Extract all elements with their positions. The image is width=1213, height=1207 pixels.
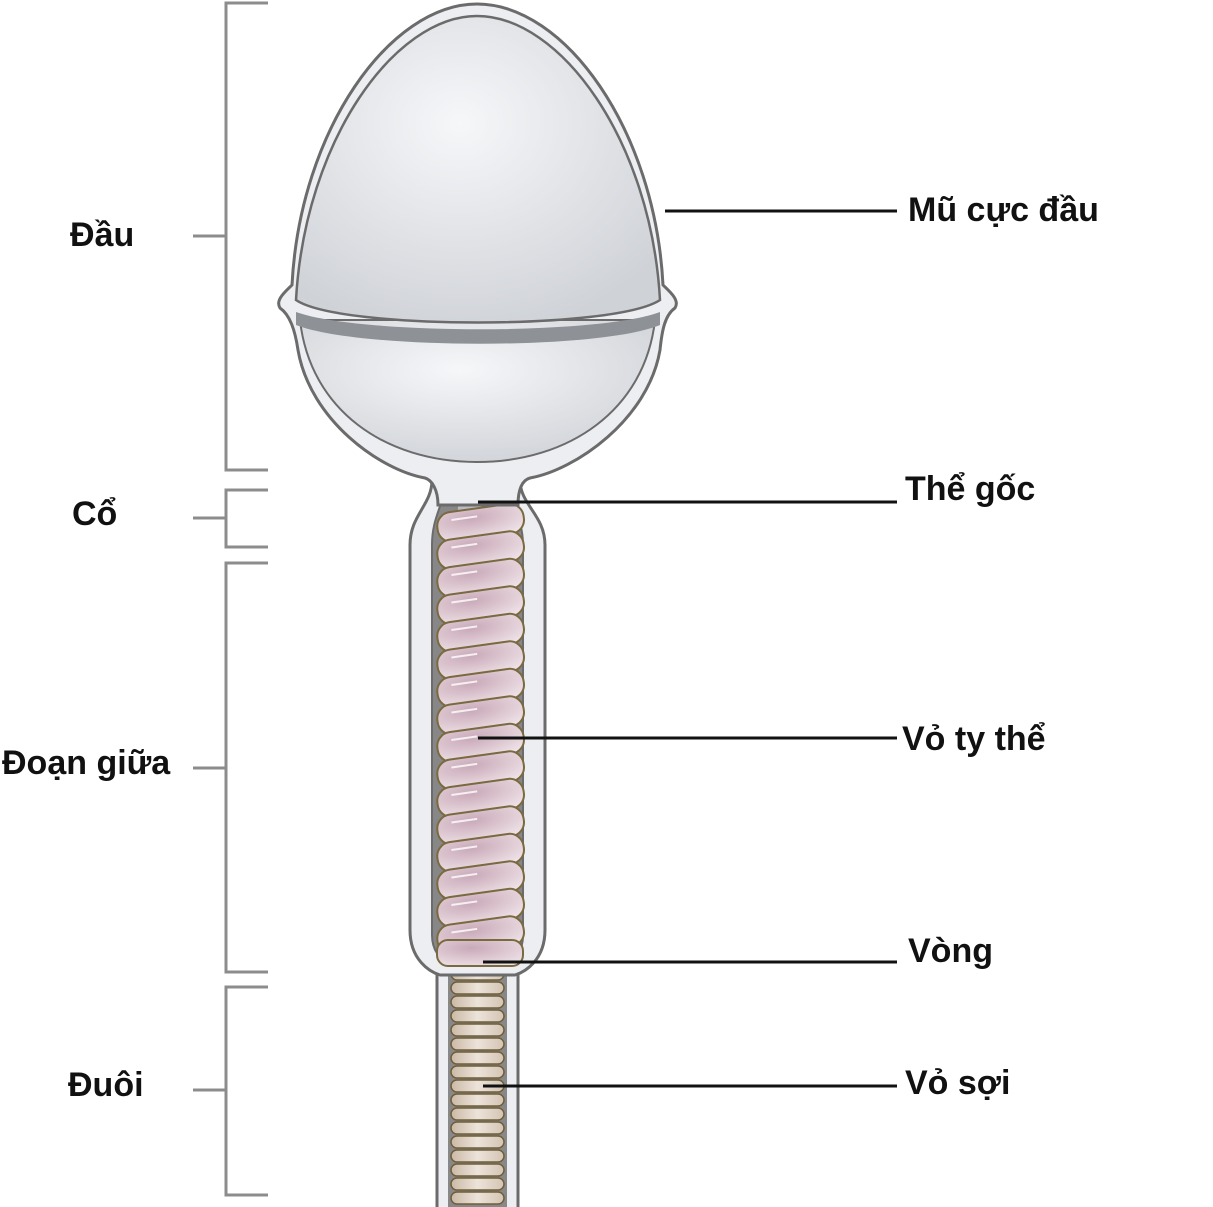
fibrous-ring [450, 1177, 505, 1191]
fibrous-ring [450, 1149, 505, 1163]
fibrous-ring [450, 1037, 505, 1051]
fibrous-ring [450, 1107, 505, 1121]
label-tail: Đuôi [68, 1066, 144, 1104]
bracket-neck [193, 488, 268, 549]
fibrous-ring [450, 995, 505, 1009]
label-fibrous-sheath: Vỏ sợi [905, 1064, 1011, 1102]
annulus [436, 939, 524, 967]
midpiece [408, 470, 547, 977]
fibrous-ring [450, 1009, 505, 1023]
bracket-head [193, 1, 268, 472]
fibrous-ring [450, 1121, 505, 1135]
bracket-midpiece [193, 561, 268, 974]
fibrous-ring [450, 1093, 505, 1107]
fibrous-ring [450, 981, 505, 995]
label-midpiece: Đoạn giữa [2, 744, 171, 782]
label-annulus: Vòng [908, 932, 993, 970]
label-neck: Cổ [72, 495, 118, 533]
label-head: Đầu [70, 216, 135, 254]
fibrous-ring [450, 1135, 505, 1149]
fibrous-ring [450, 1051, 505, 1065]
tail [435, 953, 520, 1207]
fibrous-ring [450, 1065, 505, 1079]
label-basal-body: Thể gốc [905, 470, 1036, 508]
fibrous-ring [450, 1191, 505, 1205]
fibrous-ring [450, 1163, 505, 1177]
label-acrosome: Mũ cực đầu [908, 191, 1099, 229]
head [277, 2, 678, 507]
fibrous-ring [450, 1023, 505, 1037]
label-mitochondrial-sheath: Vỏ ty thể [902, 720, 1046, 758]
acrosome [294, 14, 662, 324]
bracket-tail [193, 985, 268, 1197]
